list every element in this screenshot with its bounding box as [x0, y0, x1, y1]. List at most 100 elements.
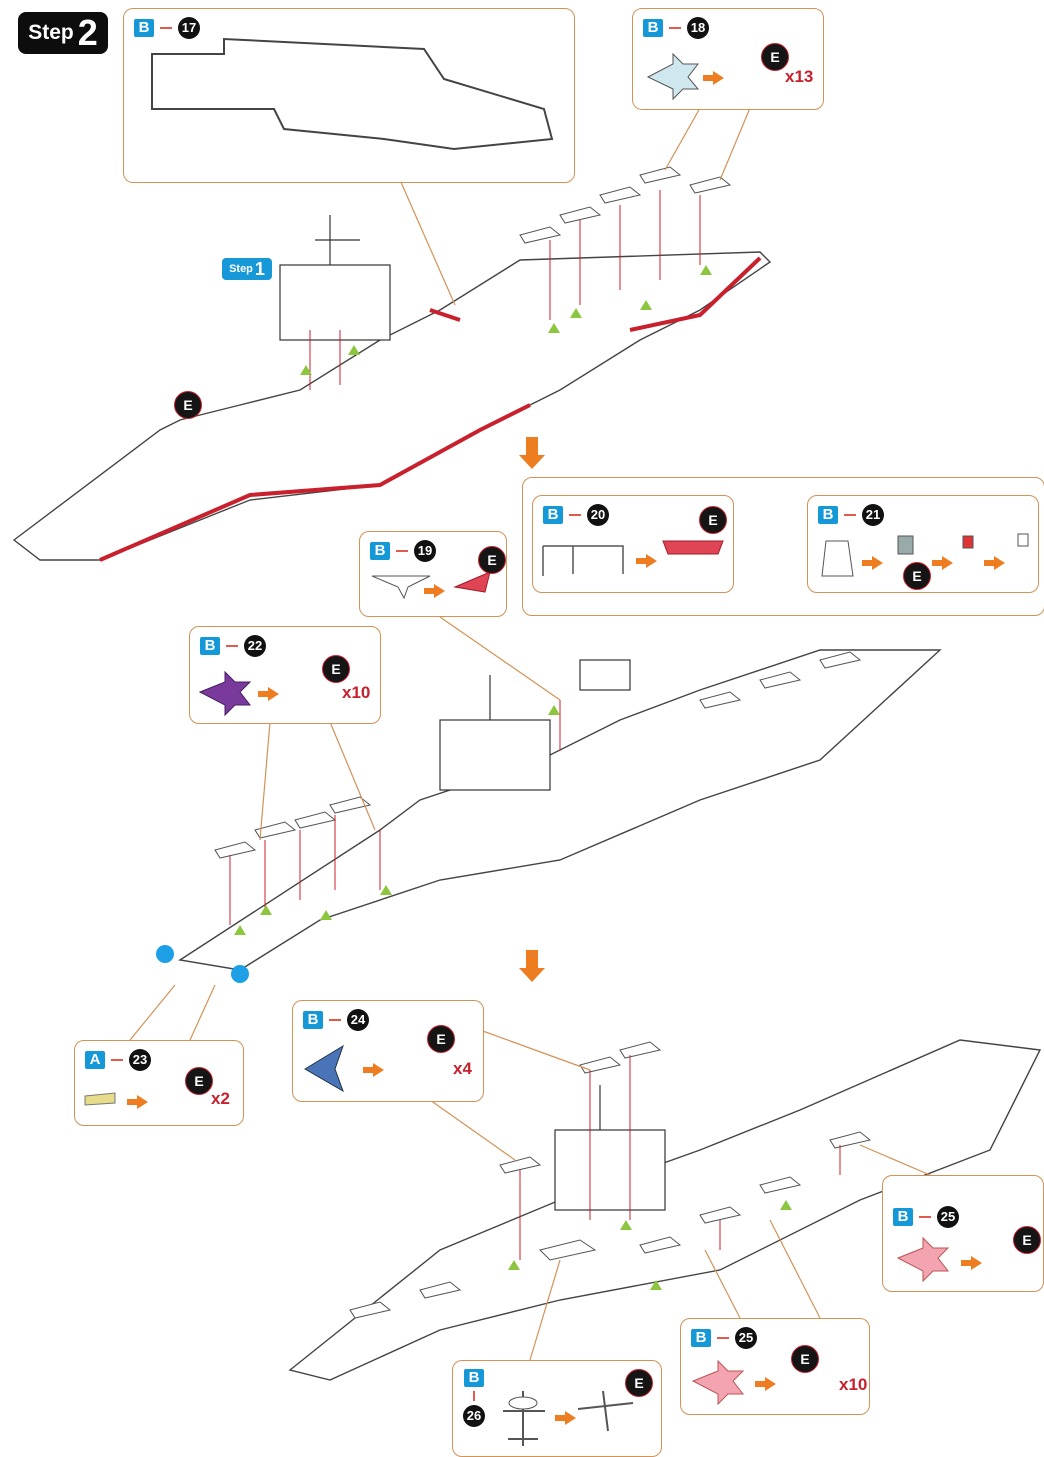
callout-header: B 18: [643, 17, 709, 39]
part-number: 25: [937, 1206, 959, 1228]
part-number: 26: [463, 1405, 485, 1427]
arrow-right-icon: [862, 556, 883, 570]
callout-b22: B 22 E x10: [189, 626, 381, 724]
part-number: 22: [244, 635, 266, 657]
multiplier: x2: [211, 1089, 230, 1108]
dash-icon: [473, 1391, 475, 1401]
callout-header: B 20: [543, 504, 609, 526]
callout-header: B 25: [893, 1206, 959, 1228]
step-word: Step: [28, 21, 74, 44]
callout-b19: B 19 E: [359, 531, 507, 617]
sheet-label: B: [818, 506, 838, 524]
multiplier: x10: [342, 683, 371, 702]
radar-part-icon: [821, 533, 1029, 577]
callout-b24: B 24 E x4: [292, 1000, 484, 1102]
callout-b18: B 18 E x13: [632, 8, 824, 110]
callout-b25: B 25 E: [882, 1175, 1044, 1292]
aircraft-cluster-3: [349, 1041, 872, 1319]
aircraft-cluster-2: [214, 651, 862, 859]
part-number: 24: [347, 1009, 369, 1031]
dash-icon: [669, 27, 681, 29]
aircraft-cluster-1: [519, 166, 732, 244]
e-badge: E: [761, 43, 789, 71]
arrow-right-icon: [636, 554, 657, 568]
sheet-label: B: [134, 19, 154, 37]
callout-header: B 24: [303, 1009, 369, 1031]
callout-header: A 23: [85, 1049, 151, 1071]
blue-dot-marker: [231, 965, 249, 983]
step-1-number: 1: [254, 258, 265, 279]
e-badge: E: [322, 655, 350, 683]
dash-icon: [844, 514, 856, 516]
callout-b25-x10: B 25 E x10: [680, 1318, 870, 1415]
dash-icon: [569, 514, 581, 516]
callout-header: B 21: [818, 504, 884, 526]
tab-markers-3: [508, 1200, 792, 1290]
arrow-right-icon: [932, 556, 953, 570]
deck-part-drawing: [151, 37, 554, 151]
e-badge: E: [699, 506, 727, 534]
e-badge: E: [791, 1345, 819, 1373]
part-number: 21: [862, 504, 884, 526]
placement-lines-2: [229, 700, 561, 925]
multiplier: x10: [839, 1375, 868, 1394]
callout-header: B 17: [134, 17, 200, 39]
part-number: 18: [687, 17, 709, 39]
callout-header: B 25: [691, 1327, 757, 1349]
part-number: 20: [587, 504, 609, 526]
island-1: [279, 215, 391, 341]
dash-icon: [396, 550, 408, 552]
placement-lines-1: [309, 190, 701, 390]
e-badge: E: [625, 1369, 653, 1397]
callout-leaders: [129, 107, 931, 1361]
sheet-label: B: [893, 1208, 913, 1226]
step-number: 2: [77, 12, 98, 53]
bracket-part-icon: [371, 571, 491, 600]
island-3: [554, 1085, 666, 1211]
deck-1-outline: [12, 251, 772, 561]
callout-header: B 26: [463, 1369, 485, 1427]
sheet-label: A: [85, 1051, 105, 1069]
arrow-right-icon: [127, 1095, 148, 1109]
sheet-label: B: [200, 637, 220, 655]
sheet-label: B: [691, 1329, 711, 1347]
plane-part-icon: [503, 1390, 634, 1446]
island-2: [439, 659, 631, 791]
dash-icon: [160, 27, 172, 29]
jet-part-icon: [198, 670, 252, 717]
jet-part-icon: [896, 1236, 950, 1283]
arrow-right-icon: [424, 584, 445, 598]
jet-part-icon: [646, 52, 700, 101]
dash-icon: [919, 1216, 931, 1218]
callout-a23: A 23 E x2: [74, 1040, 244, 1126]
e-badge: E: [1013, 1226, 1041, 1254]
e-badge: E: [903, 562, 931, 590]
part-number: 19: [414, 540, 436, 562]
multiplier: x4: [453, 1059, 472, 1078]
step-1-word: Step: [229, 263, 253, 275]
e-badge: E: [174, 391, 202, 419]
arrow-right-icon: [755, 1377, 776, 1391]
sheet-label: B: [543, 506, 563, 524]
arrow-right-icon: [984, 556, 1005, 570]
dash-icon: [717, 1337, 729, 1339]
dash-icon: [226, 645, 238, 647]
jet-part-icon: [304, 1044, 344, 1093]
dash-icon: [329, 1019, 341, 1021]
sheet-label: B: [370, 542, 390, 560]
catapult-part-icon: [84, 1092, 116, 1106]
deck-1-red-edge: [99, 403, 531, 562]
part-number: 17: [178, 17, 200, 39]
sheet-label: B: [303, 1011, 323, 1029]
dash-icon: [111, 1059, 123, 1061]
callout-b26: B 26 E: [452, 1360, 662, 1457]
callout-header: B 22: [200, 635, 266, 657]
multiplier: x13: [785, 67, 814, 86]
sheet-label: B: [464, 1369, 484, 1387]
step-1-tag: Step 1: [222, 258, 272, 280]
step-badge: Step 2: [18, 12, 108, 54]
e-badge: E: [478, 546, 506, 574]
arrow-right-icon: [703, 71, 724, 85]
e-badge: E: [185, 1067, 213, 1095]
